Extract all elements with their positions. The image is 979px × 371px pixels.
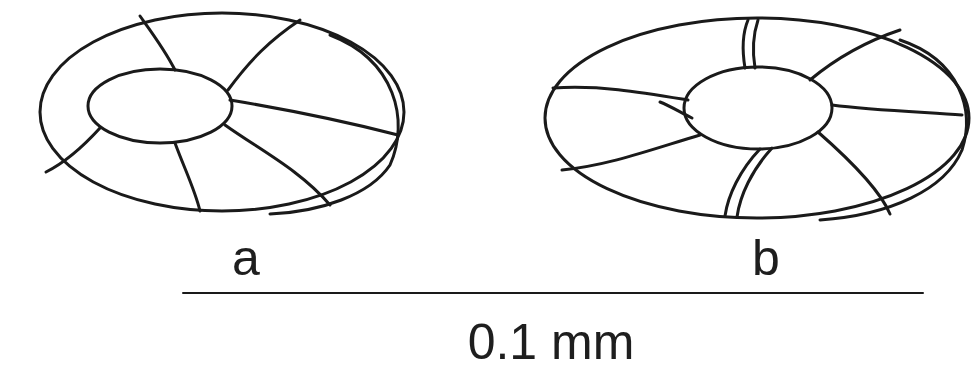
- disc-a: [40, 13, 404, 214]
- scale-label: 0.1 mm: [468, 317, 635, 367]
- disc-b: [545, 18, 969, 220]
- scale-bar: [183, 292, 923, 294]
- figure-label: a: [232, 233, 260, 283]
- figure-label: b: [752, 233, 780, 283]
